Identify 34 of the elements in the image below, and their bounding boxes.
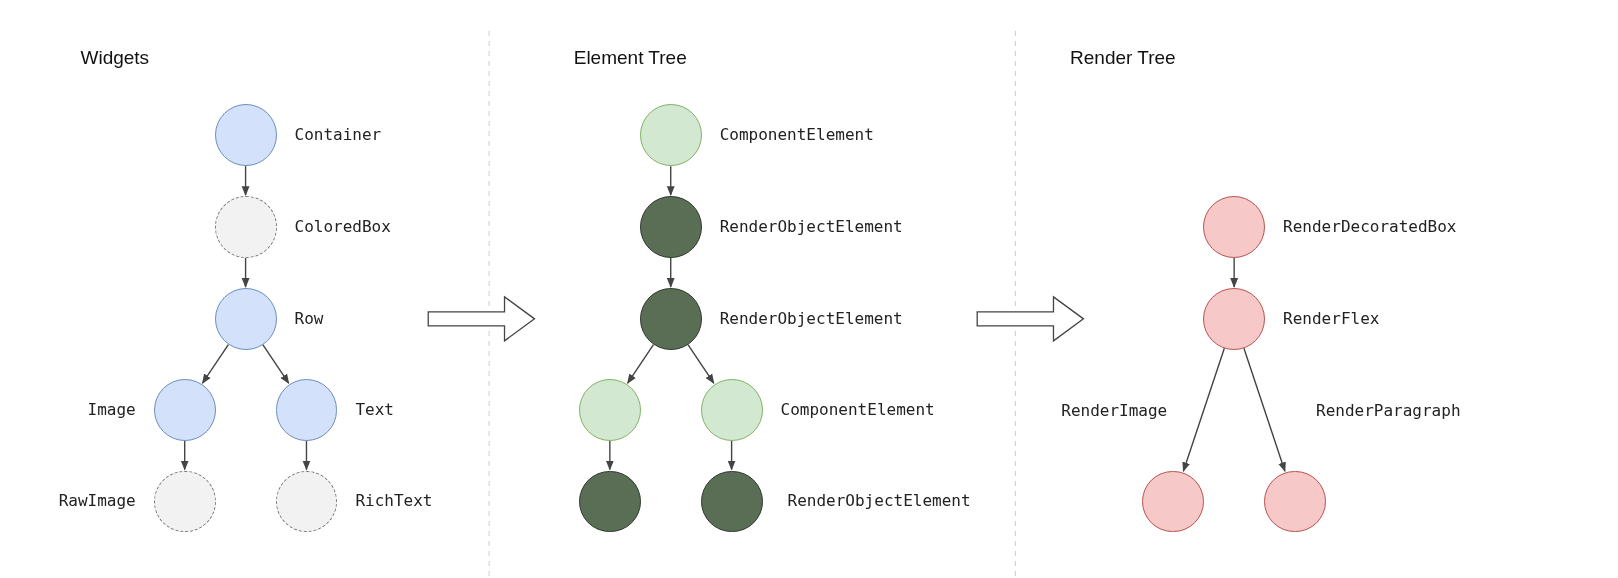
arrow: [666, 257, 675, 288]
arrow: [241, 257, 250, 288]
arrow: [180, 439, 189, 471]
node-label: RenderDecoratedBox: [1283, 217, 1457, 237]
node-label: RawImage: [58, 491, 136, 512]
arrow: [201, 343, 230, 384]
node-label: RichText: [355, 491, 433, 512]
node-label: ComponentElement: [719, 125, 874, 146]
node-label: Row: [294, 308, 324, 329]
arrow: [241, 165, 250, 197]
arrow: [1230, 257, 1239, 288]
section-title: Widgets: [80, 46, 150, 69]
arrow: [302, 439, 311, 471]
node-label: Text: [355, 399, 394, 420]
section-title: Render Tree: [1070, 46, 1176, 69]
arrow: [605, 439, 614, 471]
node-label: RenderImage: [1061, 400, 1168, 421]
arrow: [262, 343, 290, 384]
node-label: RenderParagraph: [1316, 400, 1461, 421]
node-label: ColoredBox: [294, 217, 391, 237]
node-label: Container: [294, 125, 382, 146]
node-label: RenderFlex: [1283, 308, 1380, 329]
arrow: [666, 165, 675, 197]
arrow: [1182, 347, 1226, 473]
node-label: ComponentElement: [780, 399, 935, 420]
node-label: RenderObjectElement: [719, 217, 903, 237]
arrow: [687, 343, 715, 384]
node-label: Image: [87, 399, 136, 420]
section-title: Element Tree: [573, 46, 687, 69]
node-label: RenderObjectElement: [719, 308, 903, 329]
arrow: [1243, 347, 1286, 473]
arrow: [727, 439, 736, 471]
node-label: RenderObjectElement: [787, 491, 971, 512]
arrow: [626, 343, 655, 384]
